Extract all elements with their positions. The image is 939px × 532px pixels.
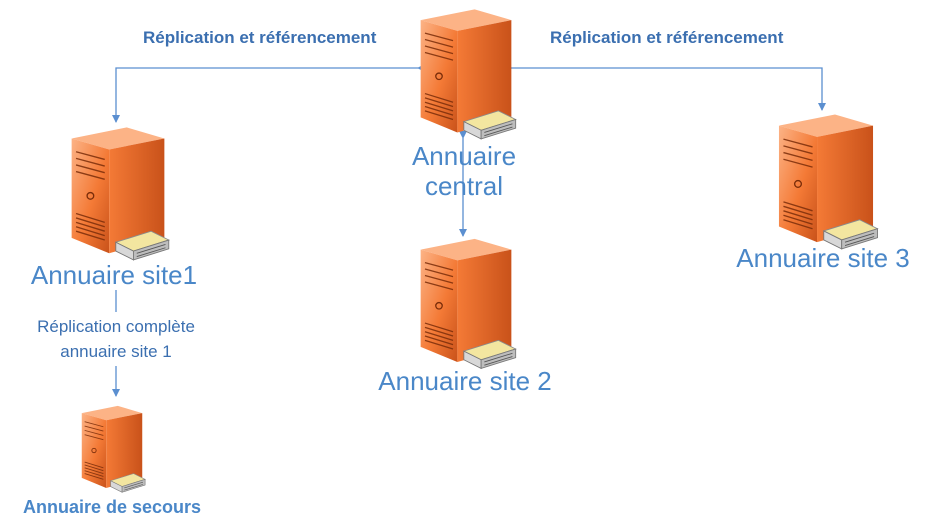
edge-label-right: Réplication et référencement [550, 28, 784, 47]
label-central: Annuaire central [394, 141, 534, 202]
server-icon-site1 [62, 123, 174, 261]
edge-label-site1-secours: Réplication complète annuaire site 1 [14, 315, 218, 364]
edge-label-site1-secours-line2: annuaire site 1 [60, 341, 172, 361]
label-site1: Annuaire site1 [30, 260, 198, 290]
label-site3: Annuaire site 3 [736, 243, 910, 273]
edge-label-left: Réplication et référencement [143, 28, 377, 47]
server-icon-site2 [412, 234, 520, 370]
label-secours: Annuaire de secours [22, 497, 202, 517]
label-central-line2: central [424, 170, 504, 201]
connector-central-site3 [505, 64, 826, 111]
server-icon-central [412, 5, 520, 140]
edge-label-site1-secours-line1: Réplication complète [37, 317, 195, 336]
label-central-line1: Annuaire [411, 141, 517, 171]
label-site2: Annuaire site 2 [378, 366, 552, 396]
server-icon-secours [76, 396, 148, 500]
server-icon-site3 [770, 110, 882, 250]
connector-central-site1 [112, 64, 425, 123]
